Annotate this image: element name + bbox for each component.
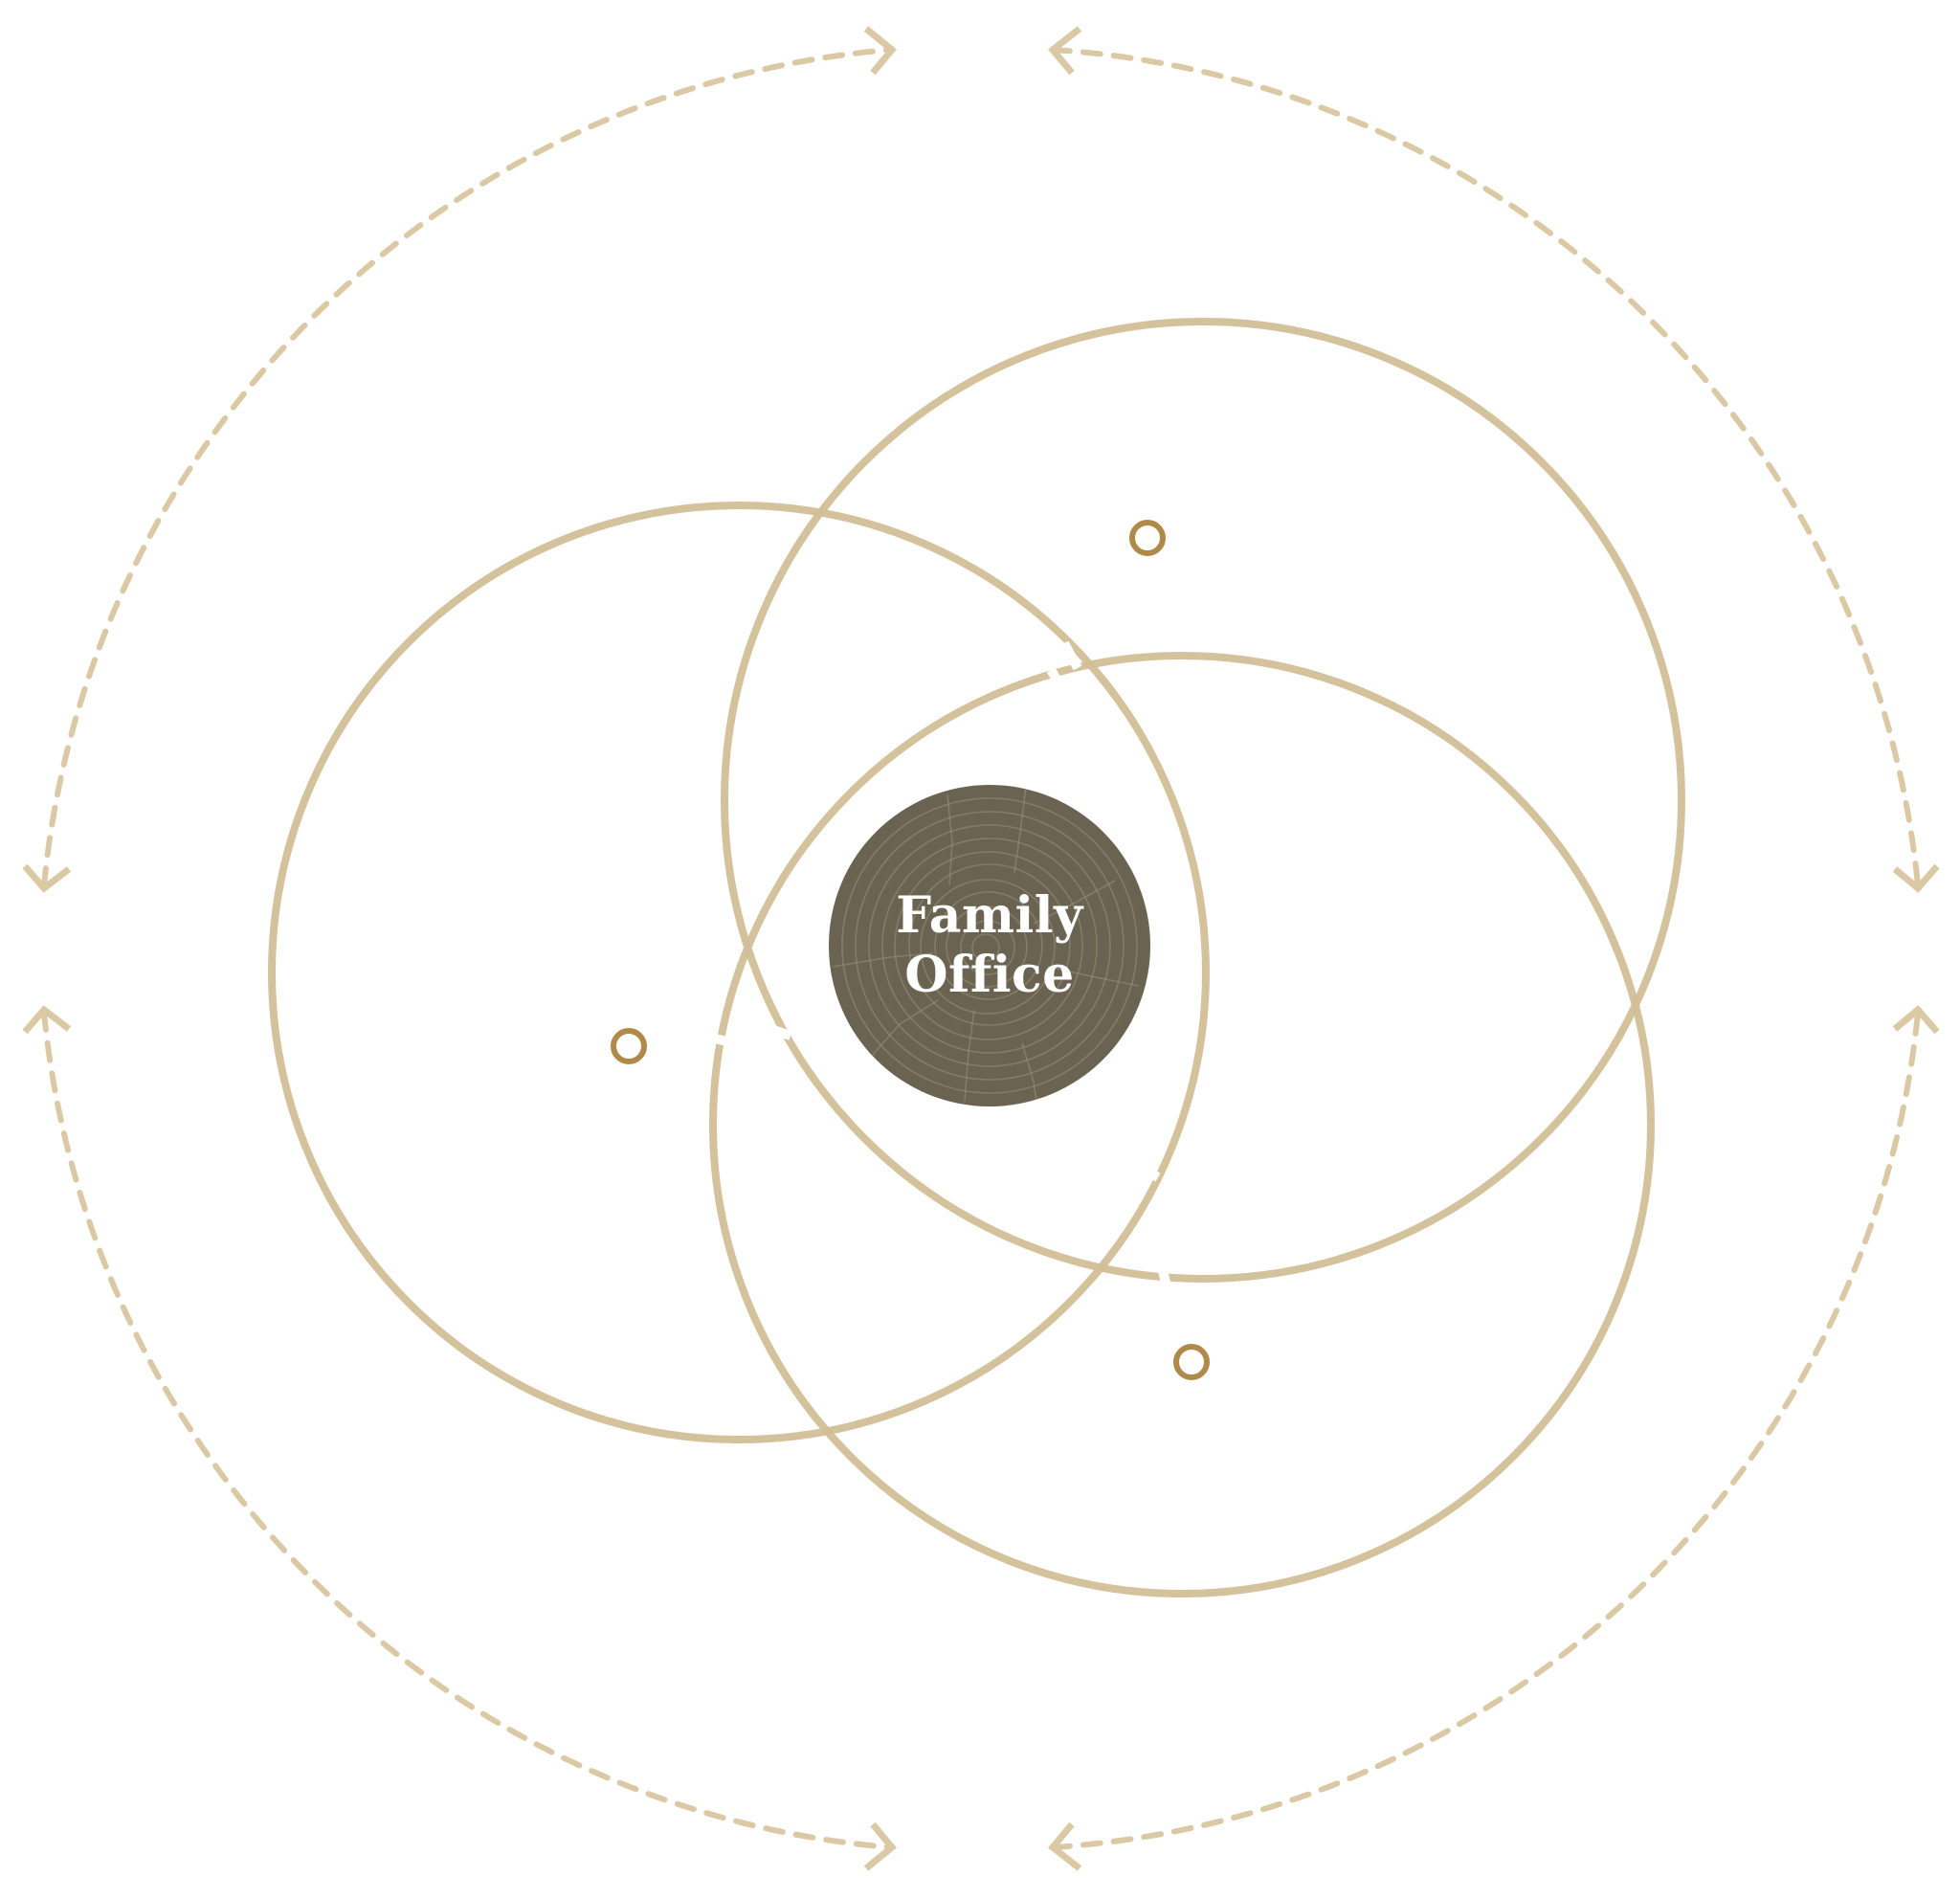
marker-left: [611, 1028, 647, 1064]
cycle-arrow-bottom-left: [22, 1005, 897, 1871]
venn-ring-bottom: [709, 652, 1655, 1597]
venn-ring-top-right: [721, 318, 1685, 1283]
ring-gaps: [708, 640, 1170, 1285]
wood-rings-texture: [832, 786, 1140, 1106]
marker-top-right: [1129, 520, 1166, 556]
cycle-arrow-top-right: [1048, 26, 1940, 893]
cycle-arrow-top-left: [22, 26, 897, 893]
venn-ring-left: [268, 502, 1210, 1443]
marker-bottom: [1173, 1344, 1210, 1380]
center-disc: [829, 785, 1150, 1106]
cycle-arrow-bottom-right: [1048, 1005, 1940, 1871]
